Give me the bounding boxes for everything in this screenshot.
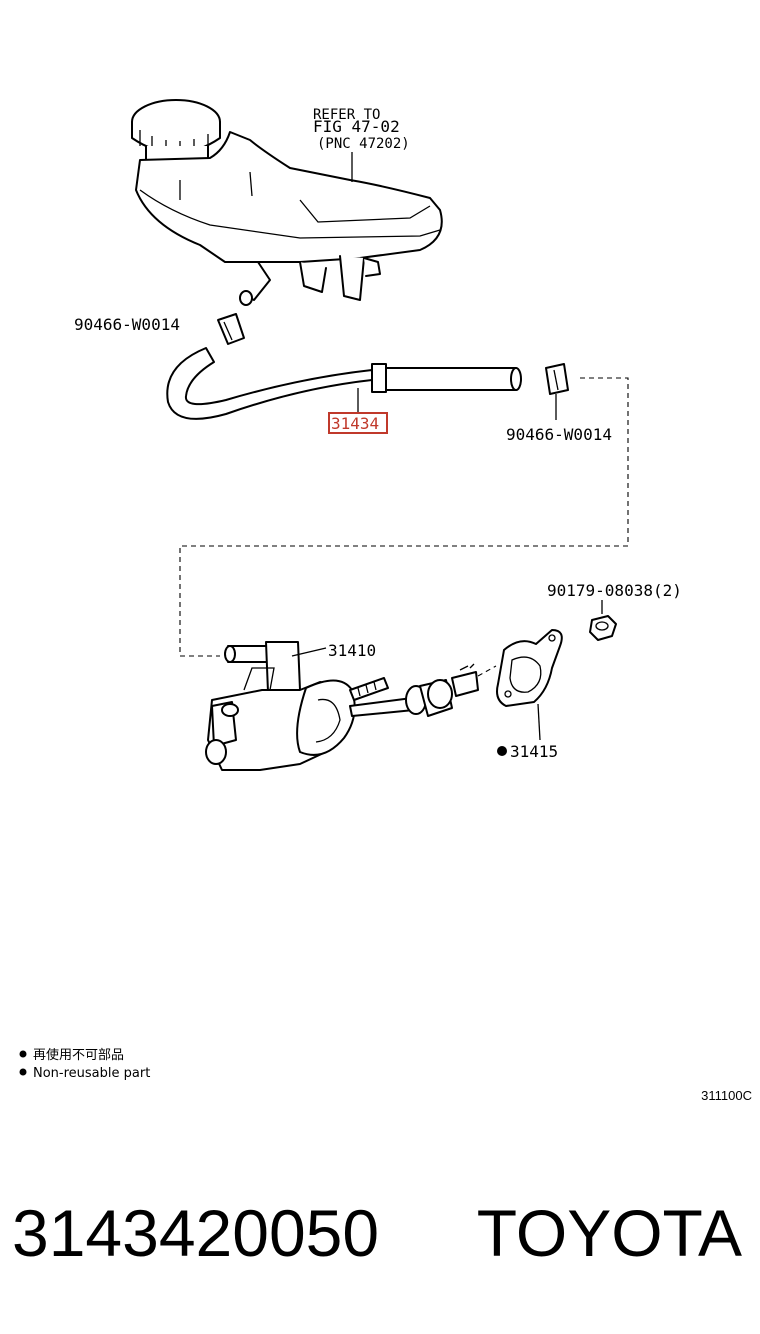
refer-line-3: (PNC 47202) [317,136,410,152]
hose-clip-left [217,313,245,345]
figure-code: 311100C [701,1088,752,1103]
legend-line-1: 再使用不可部品 [33,1047,124,1063]
legend: 再使用不可部品 Non-reusable part [19,1047,150,1081]
non-reusable-marker [497,746,507,756]
gasket [496,629,563,707]
connection-dashed-line [179,377,629,657]
flange-nut [589,615,617,641]
label-hose: 31434 [331,414,379,433]
label-nut: 90179-08038(2) [547,581,682,600]
legend-bullet-1 [19,1050,27,1058]
refer-line-1: REFER TO [313,107,380,123]
label-clip-right: 90466-W0014 [506,425,612,444]
highlight-box [328,412,388,434]
legend-line-2: Non-reusable part [33,1066,150,1081]
label-gasket: 31415 [510,742,558,761]
hose-clip-right [545,363,569,395]
footer-brand: TOYOTA [477,1196,742,1270]
label-master-cylinder: 31410 [328,641,376,660]
footer-part-number: 3143420050 [12,1196,379,1270]
reservoir-tank [131,99,443,306]
refer-to-note: REFER TO FIG 47-02 (PNC 47202) [313,107,410,152]
label-clip-left: 90466-W0014 [74,315,180,334]
legend-bullet-2 [19,1068,27,1076]
refer-line-2: FIG 47-02 [313,117,400,136]
reservoir-hose [166,347,522,420]
clutch-master-cylinder [205,641,479,771]
